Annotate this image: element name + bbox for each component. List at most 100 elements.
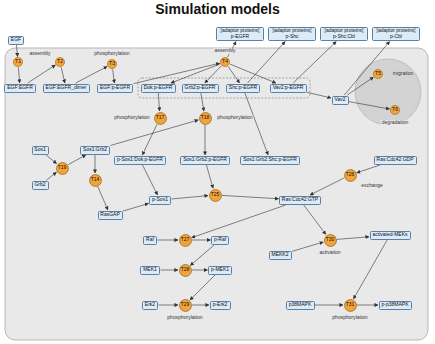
node-text: Shc:p-EGFR (229, 85, 257, 91)
reaction-arrow (98, 186, 108, 210)
process-label: degradation (381, 120, 409, 126)
reaction-arrow (337, 237, 369, 240)
species-box: p-Sos1 (149, 196, 171, 205)
transition-circle-shape (390, 105, 399, 114)
transition-circle-shape (344, 299, 356, 311)
reaction-arrow (190, 245, 214, 265)
process-label: migration (392, 71, 415, 77)
species-box: Grb2 (32, 181, 49, 190)
node-text: Sos1:Grb2:Shc:p-EGFR (243, 157, 297, 163)
node-text: Ras:Cdc42:GDP (377, 157, 414, 163)
reaction-arrow (357, 305, 378, 306)
node-text: p38MAPK (289, 302, 312, 308)
node-text: EGF:EGFR_dimer (46, 85, 87, 91)
species-box: Ras:Cdc42:GTP (279, 196, 321, 205)
transition-circle-shape (220, 57, 229, 66)
species-box: Grb2:p-EGFR (182, 84, 219, 93)
species-box: EGF (8, 36, 24, 45)
node-text: EGF:p-EGFR (100, 85, 130, 91)
transition-circle: T25 (209, 189, 222, 202)
process-label: assembly (28, 51, 51, 57)
reaction-arrow (201, 93, 204, 111)
reaction-arrow (353, 240, 387, 299)
transition-circle-shape (179, 264, 191, 276)
reaction-arrow (134, 63, 220, 83)
species-box: RasGAP (98, 211, 123, 220)
transition-circle-shape (154, 112, 166, 124)
node-text: T18 (201, 115, 210, 121)
species-box: Raf (143, 236, 157, 245)
reaction-arrow (16, 45, 17, 57)
node-text: T1 (15, 59, 21, 65)
reaction-arrow (158, 93, 159, 111)
node-text: Vav2:p-EGFR (273, 85, 304, 91)
reaction-arrow (46, 172, 56, 180)
node-text: T14 (91, 177, 100, 183)
node-text: activated-MEKs (372, 232, 407, 238)
species-box: MEKK2 (269, 251, 292, 260)
species-box: MEK1 (140, 266, 160, 275)
node-text: T19 (58, 165, 67, 171)
reaction-arrow (349, 102, 390, 109)
process-label: exchange (360, 183, 384, 189)
species-box: [adaptor proteins] p-Shc:Cbl (320, 27, 368, 41)
process-label: phosphorylation (216, 115, 253, 121)
process-label: phosphorylation (331, 315, 368, 321)
reaction-arrow (28, 65, 56, 83)
process-label: phosphorylation (113, 115, 150, 121)
node-text: p-Erk2 (213, 302, 228, 308)
node-text: p-Sos1:Dok:p-EGFR (117, 157, 163, 163)
reaction-arrow (248, 42, 286, 84)
process-label: phosphorylation (93, 51, 130, 57)
reaction-arrow (46, 155, 56, 164)
transition-circle-shape (199, 112, 211, 124)
reaction-arrow (310, 178, 344, 195)
node-text: p-MEK1 (211, 267, 229, 273)
species-box: [adaptor proteins] p-EGFR (216, 27, 264, 41)
species-box: EGF:p-EGFR (97, 84, 133, 93)
species-box: p-Raf (211, 236, 229, 245)
node-text: Dok:p-EGFR (144, 85, 173, 91)
reaction-arrow (192, 240, 211, 241)
node-text: p-p38MAPK (382, 302, 409, 308)
reaction-arrow (171, 64, 220, 83)
transition-circle: T3 (107, 59, 117, 69)
node-text: Vav2 (334, 97, 345, 103)
reaction-arrow (357, 165, 380, 173)
species-box: p-Sos1:Dok:p-EGFR (114, 156, 166, 165)
reaction-arrow (347, 77, 373, 95)
transition-circle: T5 (373, 69, 383, 79)
transition-circle-shape (55, 57, 64, 66)
species-box: Vav2 (332, 96, 349, 105)
reaction-arrow (190, 275, 215, 300)
reaction-arrow (192, 205, 286, 238)
transition-circle-shape (89, 174, 101, 186)
transition-circle: T6 (390, 105, 400, 115)
reaction-arrow (159, 305, 179, 306)
species-box: Sos1:Grb2 (80, 146, 110, 155)
reaction-arrow (205, 66, 221, 83)
node-text: MEK1 (143, 267, 157, 273)
transition-circle: T1 (13, 57, 23, 67)
dashed-group (138, 78, 310, 98)
node-text: T17 (156, 115, 165, 121)
node-text: Sos1 (34, 147, 45, 153)
node-text: T6 (392, 107, 398, 113)
transition-circle-shape (209, 189, 221, 201)
reaction-arrow (206, 165, 213, 188)
reaction-arrow (307, 92, 331, 98)
species-box: EGF:EGFR_dimer (43, 84, 90, 93)
species-box: p-Erk2 (210, 301, 231, 310)
process-label: activation (318, 250, 341, 256)
node-text: EGF (11, 37, 21, 43)
species-box: Sos1:Grb2:Shc:p-EGFR (240, 156, 300, 165)
node-text: T2 (57, 59, 63, 65)
species-box: p-MEK1 (208, 266, 232, 275)
reaction-arrow (192, 305, 209, 306)
reaction-arrow (245, 93, 268, 155)
node-text: Grb2:p-EGFR (185, 85, 216, 91)
node-text: T26 (346, 172, 355, 178)
species-box: Dok:p-EGFR (141, 84, 176, 93)
transition-circle: T19 (56, 162, 69, 175)
reaction-arrow (205, 125, 206, 155)
